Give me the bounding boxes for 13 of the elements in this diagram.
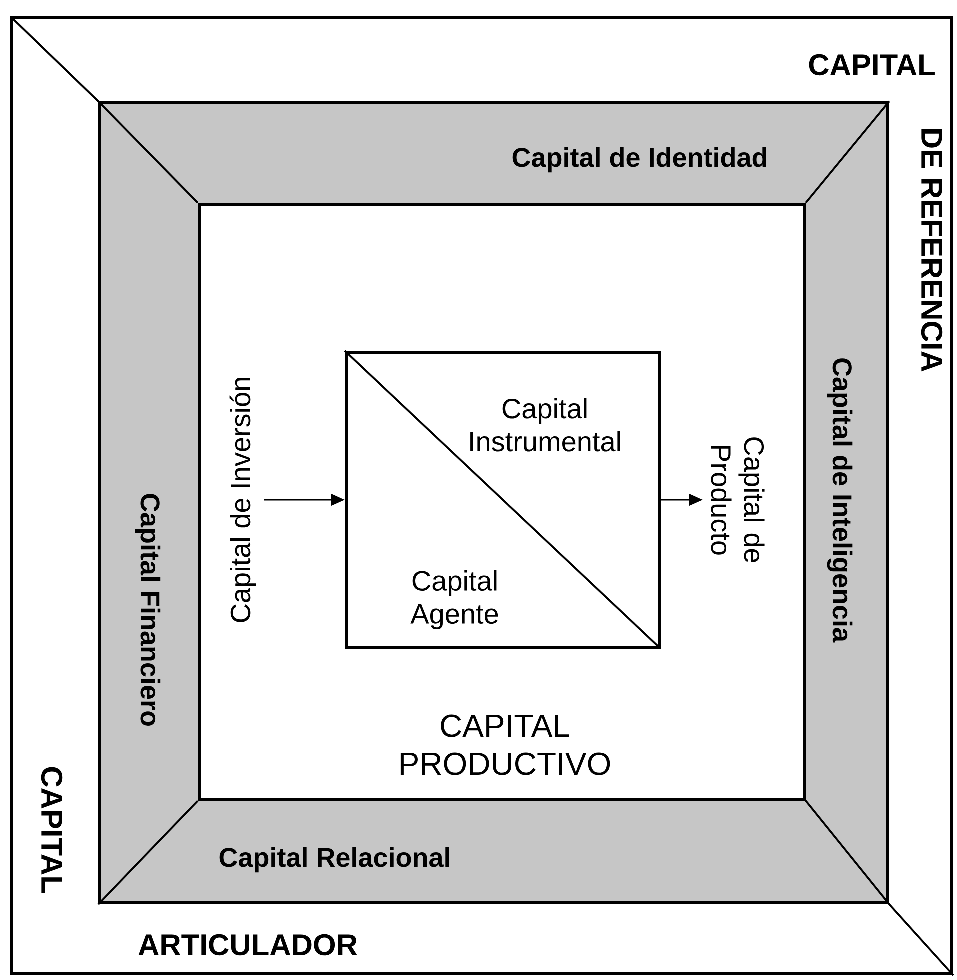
label-text: Capital de Producto — [711, 438, 765, 563]
label-text: CAPITAL PRODUCTIVO — [400, 714, 610, 776]
label-text: CAPITAL — [809, 54, 935, 76]
label-text: Capital Agente — [410, 570, 498, 630]
label-text: Capital de Inteligencia — [827, 358, 853, 643]
label-text: Capital Instrumental — [470, 398, 620, 452]
label-text: Capital de Identidad — [512, 147, 766, 173]
label-text: DE REFERENCIA — [921, 130, 943, 372]
label-text: Capital Relacional — [220, 847, 450, 873]
label-text: Capital de Inversión — [230, 378, 256, 622]
label-text: CAPITAL — [41, 767, 63, 893]
label-text: Capital Financiero — [135, 494, 161, 726]
label-text: ARTICULADOR — [138, 934, 358, 956]
